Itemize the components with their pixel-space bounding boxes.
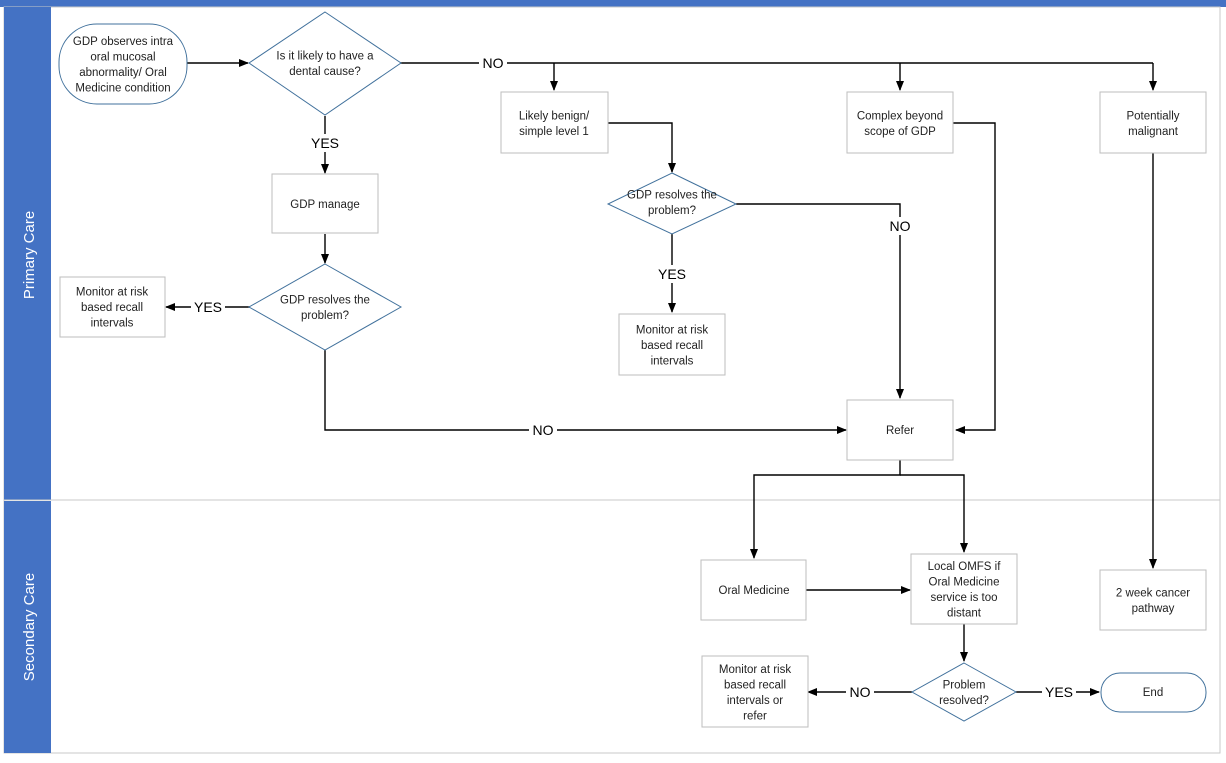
monitor-box-1	[59, 276, 166, 338]
monitor-box-3-text: Monitor at risk based recall intervals or r…	[719, 664, 791, 723]
node-text-line: Problem	[943, 679, 986, 691]
node-text-line: problem?	[648, 205, 696, 217]
node-text-line: GDP resolves the	[627, 189, 717, 201]
complex-text: Complex beyond scope of GDP	[857, 110, 943, 138]
start-node-text: GDP observes intra oral mucosal abnormalit…	[73, 36, 174, 95]
problem-resolved-decision	[910, 662, 1018, 722]
lane-band-primary	[4, 7, 51, 500]
node-text-line: Refer	[886, 425, 914, 437]
node-text-line: distant	[947, 607, 982, 619]
label-yes-resolves-2: YES	[658, 266, 686, 282]
label-no-resolves-1: NO	[533, 422, 554, 438]
node-text-line: Oral Medicine	[719, 585, 790, 597]
nodes: GDP observes intra oral mucosal abnormalit…	[58, 11, 1207, 728]
gdp-resolves-decision-1-text: GDP resolves the problem?	[280, 294, 370, 322]
node-text-line: malignant	[1128, 126, 1179, 138]
lane-label-primary: Primary Care	[21, 211, 38, 299]
node-text-line: based recall	[81, 302, 143, 314]
refer-box	[846, 399, 954, 461]
node-text-line: dental cause?	[289, 66, 361, 78]
node-text-line: simple level 1	[519, 126, 589, 138]
refer-text: Refer	[886, 425, 914, 437]
node-text-line: Monitor at risk	[76, 287, 148, 299]
node-text-line: Complex beyond	[857, 110, 943, 122]
node-text-line: Oral Medicine	[929, 576, 1000, 588]
edge-refer-split	[750, 460, 901, 559]
edge-labels: NO YES YES YES NO NO NO YES	[191, 54, 1076, 701]
local-omfs-box	[910, 553, 1018, 625]
problem-resolved-text: Problem resolved?	[939, 679, 989, 707]
edge-refer-to-omfs	[900, 474, 968, 553]
node-text-line: oral mucosal	[90, 51, 155, 63]
node-text-line: GDP manage	[290, 199, 359, 211]
label-yes-resolves-1: YES	[194, 299, 222, 315]
gdp-resolves-decision-2-text: GDP resolves the problem?	[627, 189, 717, 217]
dental-cause-decision-text: Is it likely to have a dental cause?	[276, 50, 374, 78]
edge-resolves-1-no-to-refer	[324, 350, 847, 434]
cancer-pathway-text: 2 week cancer pathway	[1116, 587, 1190, 615]
edge-resolves-2-no-to-refer	[736, 203, 904, 399]
gdp-resolves-decision-1	[247, 263, 403, 351]
likely-benign-box	[500, 91, 609, 154]
node-text-line: pathway	[1132, 603, 1175, 615]
node-text-line: abnormality/ Oral	[79, 67, 167, 79]
oral-medicine-text: Oral Medicine	[719, 585, 790, 597]
label-yes-problem-resolved: YES	[1045, 684, 1073, 700]
node-text-line: based recall	[641, 340, 703, 352]
label-yes-dental-cause: YES	[311, 135, 339, 151]
node-text-line: service is too	[930, 592, 997, 604]
node-text-line: resolved?	[939, 695, 989, 707]
lane-band-secondary	[4, 501, 51, 753]
node-text-line: Potentially	[1126, 110, 1179, 122]
label-no-dental-cause: NO	[483, 55, 504, 71]
monitor-box-2-text: Monitor at risk based recall intervals	[636, 325, 708, 368]
edge-benign-to-resolves-2	[608, 122, 676, 173]
monitor-box-3	[701, 655, 809, 728]
cancer-pathway-box	[1099, 569, 1207, 631]
edge-complex-to-refer	[953, 122, 996, 434]
node-text-line: refer	[743, 710, 767, 722]
monitor-box-2	[618, 313, 726, 376]
node-text-line: intervals or	[727, 695, 783, 707]
node-text-line: problem?	[301, 310, 349, 322]
likely-benign-text: Likely benign/simple level 1	[519, 110, 590, 138]
top-bar	[0, 0, 1226, 7]
node-text-line: intervals	[651, 356, 694, 368]
local-omfs-text: Local OMFS if Oral Medicine service is too…	[928, 561, 1002, 620]
node-text-line: GDP resolves the	[280, 294, 370, 306]
malignant-box	[1099, 91, 1207, 154]
node-text-line: GDP observes intra	[73, 36, 174, 48]
node-text-line: Monitor at risk	[719, 664, 791, 676]
end-node	[1100, 672, 1207, 713]
complex-box	[846, 91, 954, 154]
monitor-box-1-text: Monitor at risk based recall intervals	[76, 287, 148, 330]
node-text-line: Local OMFS if	[928, 561, 1002, 573]
gdp-manage-box	[271, 173, 379, 234]
malignant-text: Potentially malignant	[1126, 110, 1179, 138]
node-text-line: Monitor at risk	[636, 325, 708, 337]
start-node	[58, 23, 188, 105]
end-node-text: End	[1143, 687, 1163, 699]
node-text-line: 2 week cancer	[1116, 587, 1190, 599]
gdp-resolves-decision-2	[606, 172, 738, 235]
node-text-line: intervals	[91, 318, 134, 330]
dental-cause-decision	[248, 11, 402, 116]
label-no-problem-resolved: NO	[850, 684, 871, 700]
node-text-line: Likely benign/	[519, 110, 590, 122]
node-text-line: scope of GDP	[864, 126, 936, 138]
diagram-frame	[3, 6, 1221, 754]
node-text-line: Medicine condition	[75, 82, 170, 94]
node-text-line: Is it likely to have a	[276, 50, 374, 62]
label-no-resolves-2: NO	[890, 218, 911, 234]
gdp-manage-text: GDP manage	[290, 199, 359, 211]
oral-medicine-box	[700, 559, 807, 621]
node-text-line: End	[1143, 687, 1163, 699]
node-text-line: based recall	[724, 679, 786, 691]
lane-label-secondary: Secondary Care	[21, 573, 38, 681]
